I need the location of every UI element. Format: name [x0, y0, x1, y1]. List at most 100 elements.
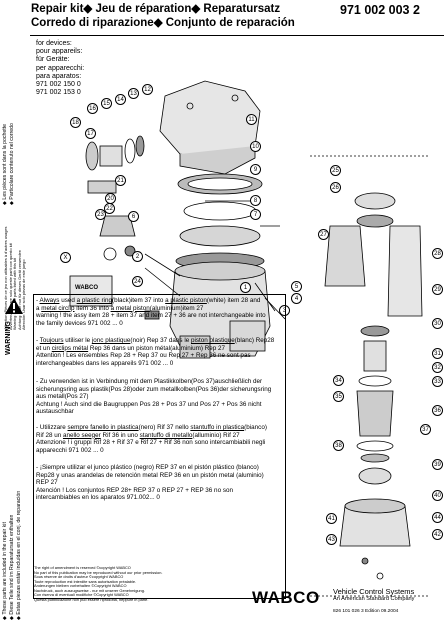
header-rule: [30, 35, 444, 36]
note-text: (nero) Rif 37 nello: [138, 424, 191, 431]
title-repair-kit: Repair kit: [31, 3, 84, 15]
callout-27: 27: [318, 229, 329, 240]
note-underline: metal circlip: [41, 304, 75, 312]
callout-39: 39: [432, 459, 443, 470]
devices-label-de: für Geräte:: [36, 56, 70, 64]
note-text: et un: [36, 344, 52, 352]
side-bottom-es: ◆ Estas piezas están incluídas en el con…: [16, 490, 22, 620]
devices-label-fr: pour appareils:: [36, 48, 83, 56]
devices-label-es: para aparatos:: [36, 72, 82, 80]
note-text: apparecchi 971 002 ... 0: [36, 446, 104, 454]
grease-tube-label: WABCO: [75, 285, 98, 291]
legal-line: The right of amendment is reserved ©copy…: [34, 565, 131, 570]
callout-38: 38: [333, 440, 344, 451]
note-german: - Zu verwenden ist in Verbindung mit dem…: [36, 378, 282, 416]
note-underline: a plastic ring: [76, 297, 112, 304]
callout-7: 7: [250, 209, 261, 220]
note-underline: sempre fanello in plastica: [67, 424, 139, 431]
callout-32: 32: [432, 362, 443, 373]
note-text: - Utilizzare: [36, 424, 68, 431]
title-jeu: Jeu de réparation: [95, 3, 192, 15]
note-text: Attenzione ! i gruppi Rif 28 + Rif 37 e …: [36, 439, 266, 447]
wabco-logo: WABCO: [252, 588, 320, 607]
note-text: (black)item 37 into: [111, 297, 166, 304]
callout-11: 11: [246, 114, 257, 125]
diamond-glyph: ◆: [83, 3, 93, 15]
callout-3: 3: [279, 305, 290, 316]
callout-30: 30: [432, 318, 443, 329]
callout-26: 26: [330, 182, 341, 193]
note-text: Rif 28 un: [36, 431, 63, 439]
note-text: - Zu verwenden ist in Verbindung mit dem…: [36, 378, 263, 385]
note-text: -: [36, 297, 40, 304]
legal-line: Nachdruck, auch auszugsweise - nur mit u…: [34, 587, 145, 593]
note-text: item 36 into: [74, 304, 111, 312]
device-number: 971 002 150 0: [36, 81, 81, 89]
callout-x: X: [60, 252, 71, 263]
note-text: interchangeables dans les appareils 971 …: [36, 359, 174, 367]
callout-22: 22: [104, 203, 115, 214]
title-reparatursatz: Reparatursatz: [203, 3, 281, 15]
callout-13: 13: [128, 88, 139, 99]
note-text: (noir) Rep 37 dans le: [130, 337, 191, 344]
part-number: 971 002 003 2: [340, 3, 420, 17]
note-text: warning ! the assy item 28 + item 37 and…: [36, 312, 266, 320]
callout-9: 9: [250, 164, 261, 175]
side-bottom-en: ◆ These parts are included in the repair…: [2, 522, 8, 620]
title-conjunto: Conjunto de reparación: [165, 17, 295, 29]
legal-line: Toute reproduction est interdite sans au…: [34, 578, 137, 584]
edition-number: 826 101 026 3 Edition 09.2004: [333, 609, 399, 614]
callout-18: 18: [70, 117, 81, 128]
side-top-fr: ◆ Les pièces sont dans la pochette: [2, 124, 8, 205]
note-text: (aluminium)item 27: [149, 304, 204, 312]
callout-25: 25: [330, 165, 341, 176]
callout-4: 4: [291, 293, 302, 304]
note-text: utiliser le: [63, 337, 92, 344]
note-underline: circlips métal: [51, 344, 89, 352]
callout-40: 40: [432, 490, 443, 501]
callout-14: 14: [115, 94, 126, 105]
callout-35: 35: [333, 391, 344, 402]
devices-block: for devices: pour appareils: für Geräte:…: [36, 40, 84, 97]
callout-36: 36: [432, 405, 443, 416]
legal-notice: The right of amendment is reserved ©copy…: [34, 565, 234, 602]
note-spanish: - ¡Siempre utilizar el junco plástico (n…: [36, 464, 282, 502]
callout-10: 10: [250, 141, 261, 152]
title-line-1: Repair kit◆ Jeu de réparation◆ Reparatur…: [31, 3, 280, 16]
note-text: REP 27: [36, 479, 58, 487]
legal-line: No part of this publication may be repro…: [34, 569, 163, 575]
device-number: 971 002 153 0: [36, 89, 81, 97]
note-text: used: [59, 297, 77, 304]
callout-5: 5: [291, 281, 302, 292]
note-italian: - Utilizzare sempre fanello in plastica(…: [36, 424, 282, 454]
note-text: the family devices 971 002 ... 0: [36, 319, 123, 327]
note-underline: piston plastique: [190, 337, 235, 344]
callout-2: 2: [132, 251, 143, 262]
callout-8: 8: [250, 195, 261, 206]
note-text: (bianco): [244, 424, 267, 431]
callout-29: 29: [432, 284, 443, 295]
note-french: - Toujours utiliser le jonc plastique(no…: [36, 337, 282, 367]
note-text: (white) item 28 and: [206, 297, 261, 304]
diamond-glyph: ◆: [153, 17, 163, 29]
note-underline: jonc plastique: [91, 337, 131, 344]
callout-42: 42: [432, 529, 443, 540]
callout-37: 37: [420, 424, 431, 435]
note-text: Rep 36 dans un piston métal(aluminium) R…: [88, 344, 226, 352]
legal-line: Änderungen bleiben vorbehalten ©Copyrigh…: [34, 583, 127, 588]
note-text: aus metall(Pos 27): [36, 393, 89, 401]
callout-28: 28: [432, 248, 443, 259]
callout-1: 1: [240, 282, 251, 293]
callout-21: 21: [115, 175, 126, 186]
title-corredo: Corredo di riparazione: [31, 17, 154, 29]
note-text: Rif 36 in uno: [100, 431, 140, 439]
legal-line: Questa pubblicazione non può essere ripr…: [34, 596, 149, 602]
note-text: -: [36, 337, 40, 344]
note-text: austauschbar: [36, 408, 74, 416]
side-top-it: ◆ Particolare contenuto nel corredo: [9, 123, 15, 205]
company-tagline: Vehicle Control Systems An American Stan…: [333, 588, 414, 603]
note-text: sicherungsring aus plastik(Pos 28)oder z…: [36, 385, 272, 393]
legal-line: Sous réserve de droits d'auteur ©copyrig…: [34, 574, 124, 579]
note-underline: a metal piston: [110, 304, 150, 312]
diamond-glyph: ◆: [191, 3, 201, 15]
